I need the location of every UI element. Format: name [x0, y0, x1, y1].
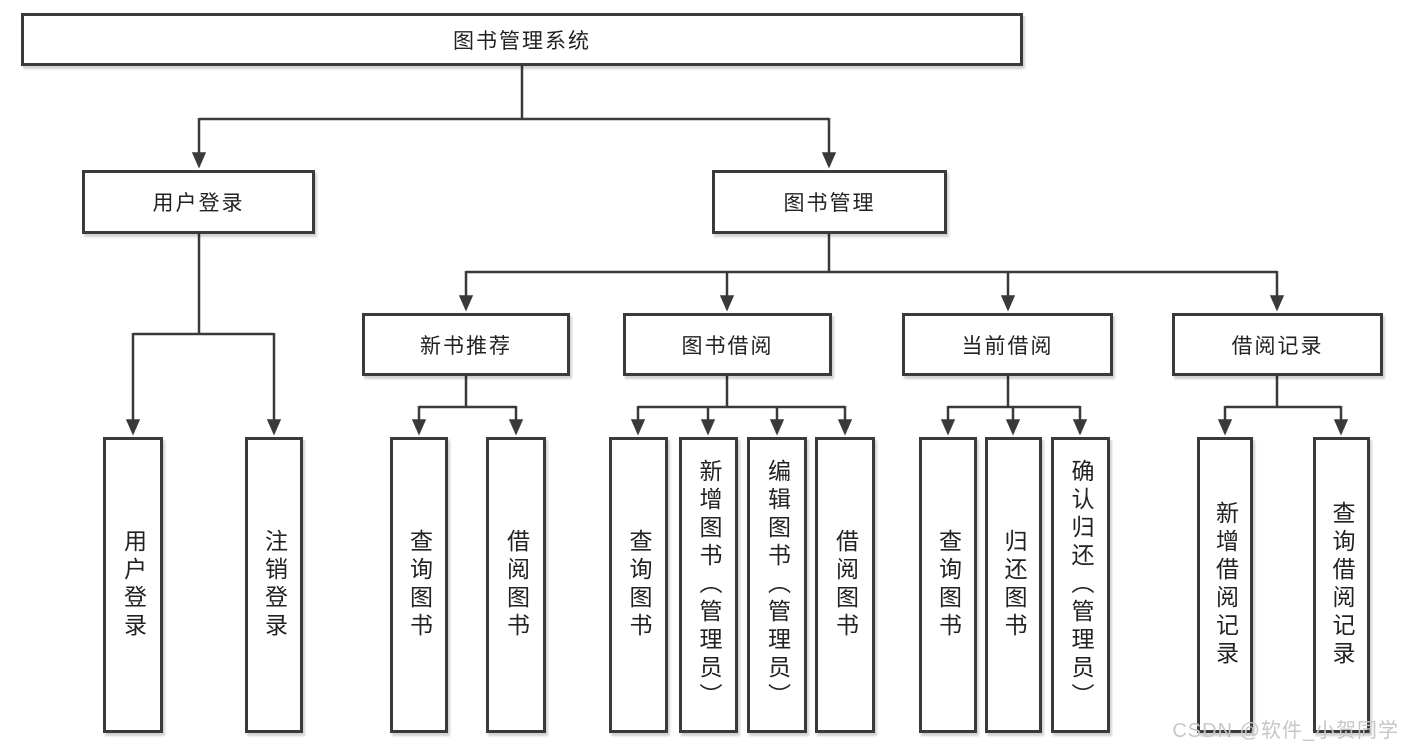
leaf-label: 确认归还（管理员） [1068, 459, 1094, 711]
node-book-borrowing: 图书借阅 [623, 313, 832, 376]
csdn-watermark: CSDN @软件_小贺同学 [1172, 720, 1399, 742]
leaf-borrow-books-recommend: 借阅图书 [486, 437, 546, 733]
leaf-label: 查询图书 [626, 529, 652, 641]
leaf-edit-books-admin: 编辑图书（管理员） [747, 437, 807, 733]
node-new-book-recommendation: 新书推荐 [362, 313, 570, 376]
leaf-logout: 注销登录 [245, 437, 303, 733]
leaf-label: 借阅图书 [503, 529, 530, 641]
leaf-label: 查询图书 [406, 529, 433, 641]
node-borrowing-records: 借阅记录 [1172, 313, 1383, 376]
leaf-user-login: 用户登录 [103, 437, 163, 733]
leaf-borrow-books-borrowing: 借阅图书 [815, 437, 875, 733]
leaf-add-books-admin: 新增图书（管理员） [679, 437, 738, 733]
leaf-label: 编辑图书（管理员） [764, 459, 791, 711]
leaf-query-books-borrowing: 查询图书 [609, 437, 668, 733]
leaf-confirm-return-admin: 确认归还（管理员） [1051, 437, 1110, 733]
leaf-query-books-current: 查询图书 [919, 437, 977, 733]
node-book-management: 图书管理 [712, 170, 947, 234]
leaf-label: 查询借阅记录 [1329, 501, 1355, 669]
leaf-label: 归还图书 [1001, 529, 1027, 641]
leaf-query-books-recommend: 查询图书 [390, 437, 448, 733]
leaf-logout-label: 注销登录 [261, 529, 288, 641]
leaf-add-borrow-record: 新增借阅记录 [1197, 437, 1253, 733]
leaf-user-login-label: 用户登录 [120, 529, 147, 641]
leaf-label: 借阅图书 [832, 529, 859, 641]
leaf-label: 新增借阅记录 [1212, 501, 1239, 669]
node-library-management-system: 图书管理系统 [21, 13, 1023, 66]
leaf-label: 查询图书 [935, 529, 962, 641]
node-user-login: 用户登录 [82, 170, 315, 234]
leaf-return-books: 归还图书 [985, 437, 1042, 733]
leaf-query-borrow-record: 查询借阅记录 [1313, 437, 1370, 733]
node-current-borrowing: 当前借阅 [902, 313, 1113, 376]
leaf-label: 新增图书（管理员） [696, 459, 722, 711]
